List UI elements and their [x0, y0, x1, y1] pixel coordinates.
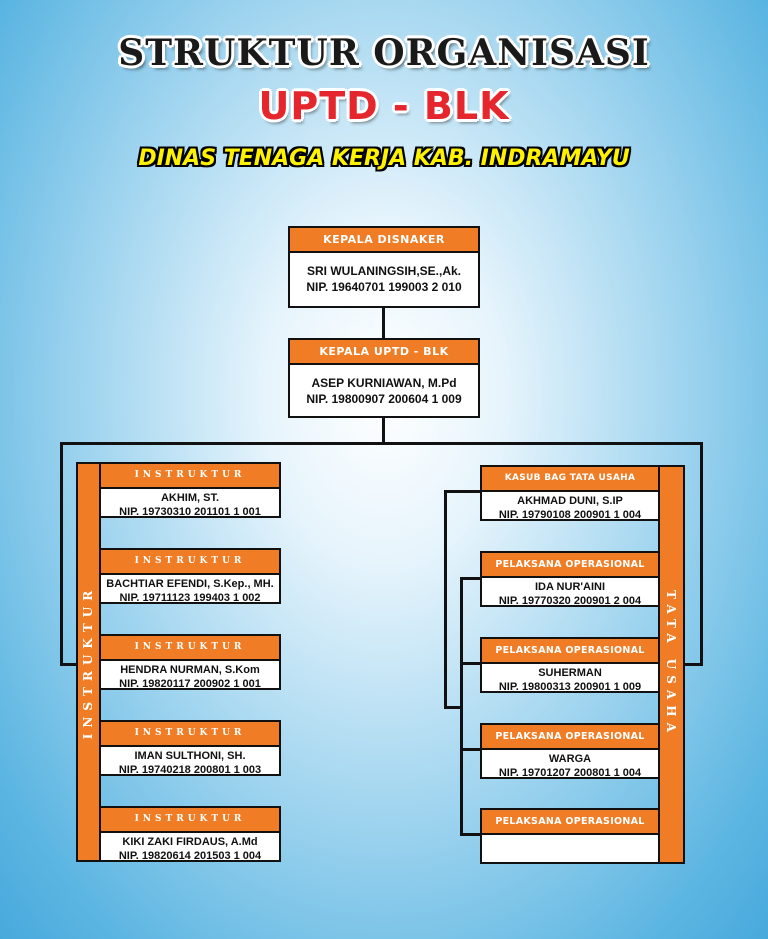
instruktur-role-2: INSTRUKTUR [101, 550, 279, 575]
connector-tu-po4 [460, 833, 482, 836]
kepala-uptd-box: KEPALA UPTD - BLK ASEP KURNIAWAN, M.Pd N… [288, 338, 480, 418]
page-title: STRUKTUR ORGANISASI [118, 32, 650, 74]
connector-left-down [60, 442, 63, 666]
instruktur-box-5: INSTRUKTUR KIKI ZAKI FIRDAUS, A.Md NIP. … [99, 806, 281, 862]
instruktur-nip-5: NIP. 19820614 201503 1 004 [118, 850, 262, 862]
kepala-disnaker-name: SRI WULANINGSIH,SE.,Ak. [306, 264, 461, 278]
connector-tu-kasub [444, 490, 482, 493]
instruktur-role-1: INSTRUKTUR [101, 464, 279, 489]
kepala-uptd-name: ASEP KURNIAWAN, M.Pd [311, 376, 457, 390]
tata-usaha-group-label: TATA USAHA [664, 590, 678, 738]
instruktur-role-4: INSTRUKTUR [101, 722, 279, 747]
instruktur-name-3: HENDRA NURMAN, S.Kom [120, 664, 260, 676]
instruktur-box-3: INSTRUKTUR HENDRA NURMAN, S.Kom NIP. 198… [99, 634, 281, 690]
tata-usaha-box-3: PELAKSANA OPERASIONAL SUHERMAN NIP. 1980… [480, 637, 660, 693]
connector-uptd-down [382, 416, 385, 444]
instruktur-name-5: KIKI ZAKI FIRDAUS, A.Md [122, 836, 258, 848]
tata-usaha-role-4: PELAKSANA OPERASIONAL [482, 725, 658, 750]
tata-usaha-name-4: WARGA [548, 753, 592, 765]
tata-usaha-role-5: PELAKSANA OPERASIONAL [482, 810, 658, 835]
tata-usaha-box-4: PELAKSANA OPERASIONAL WARGA NIP. 1970120… [480, 723, 660, 779]
kepala-disnaker-role: KEPALA DISNAKER [290, 228, 478, 253]
connector-tu-vertical-outer [444, 490, 447, 708]
tata-usaha-nip-2: NIP. 19770320 200901 2 004 [498, 595, 642, 607]
instruktur-box-4: INSTRUKTUR IMAN SULTHONI, SH. NIP. 19740… [99, 720, 281, 776]
instruktur-role-5: INSTRUKTUR [101, 808, 279, 833]
connector-horizontal-main [60, 442, 703, 445]
instruktur-nip-1: NIP. 19730310 201101 1 001 [119, 506, 261, 518]
tata-usaha-box-5: PELAKSANA OPERASIONAL [480, 808, 660, 864]
kepala-disnaker-nip: NIP. 19640701 199003 2 010 [306, 280, 462, 294]
tata-usaha-nip-1: NIP. 19790108 200901 1 004 [498, 509, 642, 521]
tata-usaha-nip-4: NIP. 19701207 200801 1 004 [498, 767, 642, 779]
tata-usaha-role-2: PELAKSANA OPERASIONAL [482, 553, 658, 578]
instruktur-box-1: INSTRUKTUR AKHIM, ST. NIP. 19730310 2011… [99, 462, 281, 518]
kepala-disnaker-box: KEPALA DISNAKER SRI WULANINGSIH,SE.,Ak. … [288, 226, 480, 308]
kepala-uptd-role: KEPALA UPTD - BLK [290, 340, 478, 365]
tata-usaha-box-2: PELAKSANA OPERASIONAL IDA NUR'AINI NIP. … [480, 551, 660, 607]
instruktur-nip-3: NIP. 19820117 200902 1 001 [119, 678, 261, 690]
instruktur-name-1: AKHIM, ST. [160, 492, 220, 504]
instruktur-role-3: INSTRUKTUR [101, 636, 279, 661]
instruktur-name-4: IMAN SULTHONI, SH. [134, 750, 246, 762]
connector-disnaker-uptd [382, 306, 385, 340]
instruktur-box-2: INSTRUKTUR BACHTIAR EFENDI, S.Kep., MH. … [99, 548, 281, 604]
connector-tu-po1 [460, 577, 482, 580]
connector-left-stub [60, 663, 78, 666]
connector-tu-po3 [460, 748, 482, 751]
tata-usaha-name-2: IDA NUR'AINI [534, 581, 606, 593]
page-subtitle: UPTD - BLK [258, 84, 510, 128]
instruktur-nip-4: NIP. 19740218 200801 1 003 [118, 764, 262, 776]
connector-tu-po2 [460, 662, 482, 665]
tata-usaha-box-1: KASUB BAG TATA USAHA AKHMAD DUNI, S.IP N… [480, 465, 660, 521]
tata-usaha-nip-3: NIP. 19800313 200901 1 009 [498, 681, 642, 693]
instruktur-nip-2: NIP. 19711123 199403 1 002 [119, 592, 261, 604]
connector-right-down [700, 442, 703, 666]
instruktur-group-label: INSTRUKTUR [81, 584, 95, 740]
connector-tu-vertical-outer-stub [444, 706, 462, 709]
instruktur-name-2: BACHTIAR EFENDI, S.Kep., MH. [106, 578, 274, 590]
tata-usaha-name-1: AKHMAD DUNI, S.IP [517, 495, 623, 507]
connector-tu-vertical-inner [460, 577, 463, 835]
tata-usaha-name-3: SUHERMAN [538, 667, 602, 679]
tata-usaha-role-3: PELAKSANA OPERASIONAL [482, 639, 658, 664]
tata-usaha-role-1: KASUB BAG TATA USAHA [482, 467, 658, 492]
connector-right-stub [685, 663, 703, 666]
agency-name: DINAS TENAGA KERJA KAB. INDRAMAYU [138, 146, 630, 171]
kepala-uptd-nip: NIP. 19800907 200604 1 009 [306, 392, 462, 406]
